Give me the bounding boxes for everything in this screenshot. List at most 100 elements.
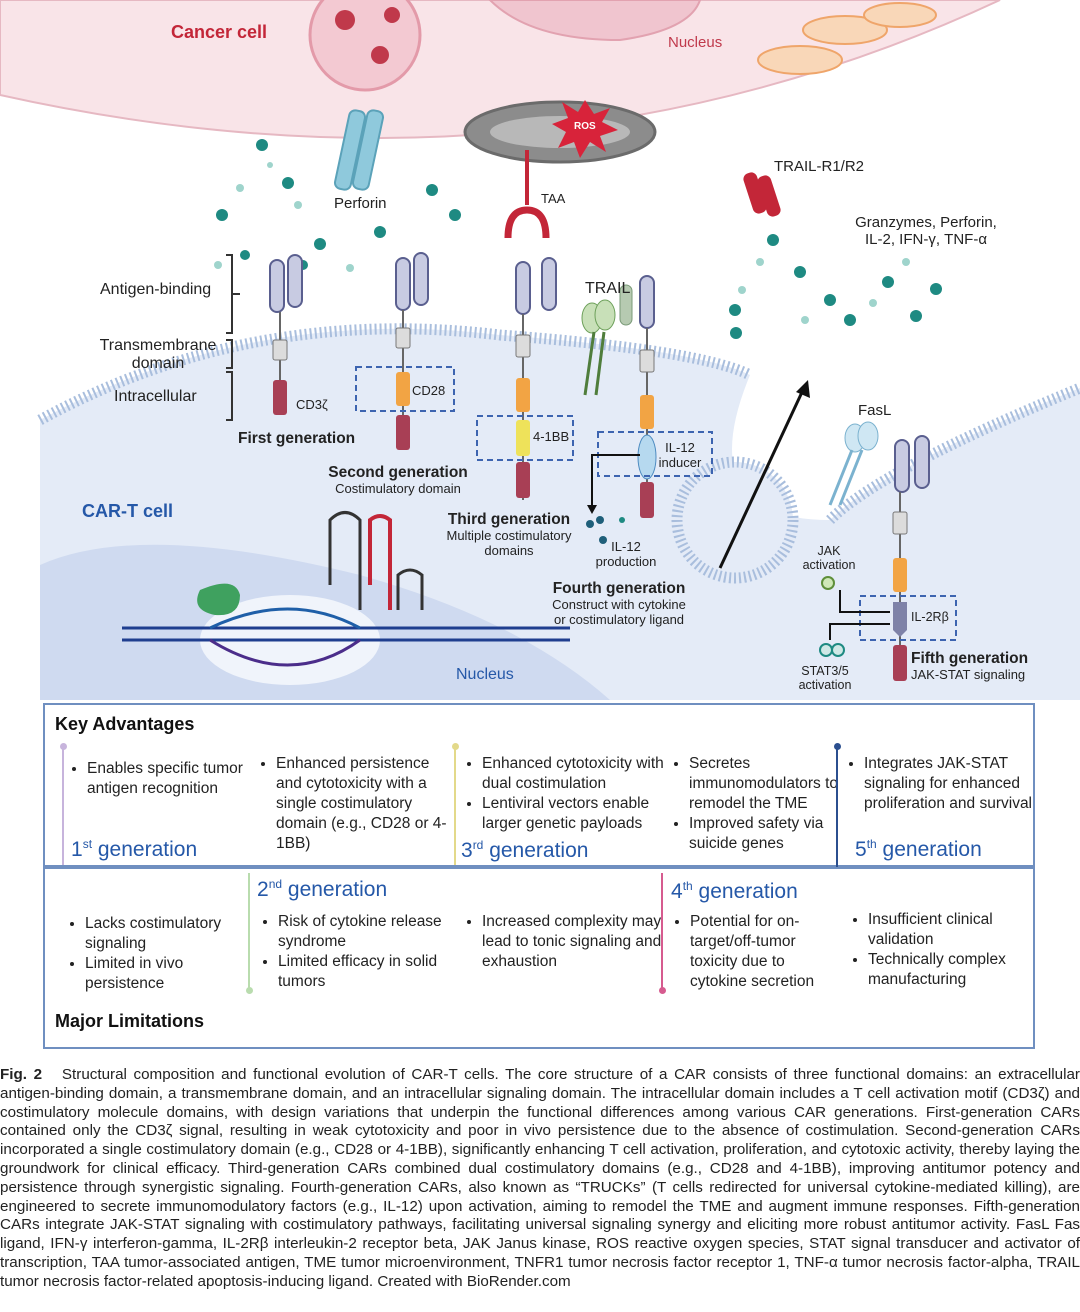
il12-inducer-label: IL-12 inducer <box>655 440 705 471</box>
secreted-granules-light <box>214 162 910 324</box>
granule <box>384 7 400 23</box>
third-generation-sub1: Multiple costimulatory <box>446 527 572 543</box>
jak-activation-label: JAK activation <box>790 544 868 573</box>
enzyme <box>197 583 240 616</box>
gen5-label: 5th generation <box>855 837 982 862</box>
lim-col-5: Insufficient clinical validation Technic… <box>850 910 1030 990</box>
adv-col-1: Enables specific tumor antigen recogniti… <box>69 759 249 799</box>
major-limitations-panel: Lacks costimulatory signaling Limited in… <box>43 867 1035 1049</box>
car-t-illustration: Cancer cell Nucleus ROS Perforin TAA TRA… <box>0 0 1080 700</box>
adv-item: Secretes immunomodulators to remodel the… <box>689 754 841 814</box>
caption-text: Structural composition and functional ev… <box>0 1066 1080 1290</box>
lim-col-4: Potential for on-target/off-tumor toxici… <box>672 912 832 992</box>
dna-strands <box>122 511 570 667</box>
gen2-dot <box>246 987 253 994</box>
lim-item: Technically complex manufacturing <box>868 950 1030 990</box>
fifth-generation-title: Fifth generation <box>911 650 1029 667</box>
gen1-label: 1st generation <box>71 837 197 862</box>
trail-receptor-label: TRAIL-R1/R2 <box>774 158 865 175</box>
fourth-generation-title: Fourth generation <box>552 580 686 597</box>
fourth-generation-sub2: or costimulatory ligand <box>553 611 685 627</box>
gen1-bar <box>62 745 64 865</box>
lim-item: Limited efficacy in solid tumors <box>278 952 460 992</box>
third-generation-sub2: domains <box>484 542 534 558</box>
gen4-dot <box>659 987 666 994</box>
gen1-dot <box>60 743 67 750</box>
car-second-generation <box>355 252 455 450</box>
caption-label: Fig. 2 <box>0 1066 43 1083</box>
four-1bb-label: 4-1BB <box>533 429 570 444</box>
jak-line1: JAK <box>817 544 841 558</box>
il12-production-label: IL-12 production <box>588 539 664 570</box>
adv-item: Enhanced cytotoxicity with dual costimul… <box>482 754 669 794</box>
gen3-word: generation <box>489 839 589 862</box>
adv-item: Integrates JAK-STAT signaling for enhanc… <box>864 754 1036 814</box>
transmembrane-line2: domain <box>131 355 185 373</box>
gen3-sup: rd <box>472 838 484 852</box>
gen2-num: 2 <box>257 878 269 901</box>
gen4-label: 4th generation <box>671 879 798 904</box>
gen2-word: generation <box>287 878 388 901</box>
adv-item: Improved safety via suicide genes <box>689 814 841 854</box>
gen3-dot <box>452 743 459 750</box>
antigen-binding-label: Antigen-binding <box>100 281 212 298</box>
brace-tm <box>226 339 233 369</box>
transmembrane-label: Transmembrane domain <box>90 337 226 374</box>
adv-col-2: Enhanced persistence and cytotoxicity wi… <box>258 754 448 854</box>
gen5-sup: th <box>866 837 877 851</box>
fifth-generation-sub: JAK-STAT signaling <box>911 666 1026 682</box>
granule <box>335 10 355 30</box>
fifth-generation-label: Fifth generation JAK-STAT signaling <box>911 650 1028 683</box>
vesicle <box>671 456 799 584</box>
lim-item: Potential for on-target/off-tumor toxici… <box>690 912 832 992</box>
secretion-arrow <box>718 389 805 569</box>
key-advantages-title: Key Advantages <box>55 714 195 734</box>
cd28-label: CD28 <box>412 383 446 398</box>
perforin-label: Perforin <box>334 195 387 212</box>
second-generation-title: Second generation <box>328 464 468 481</box>
jak-line2: activation <box>802 558 856 573</box>
car-first-generation <box>269 254 303 415</box>
adv-item: Lentiviral vectors enable larger genetic… <box>482 794 669 834</box>
cancer-nucleus <box>488 0 702 42</box>
gen2-sup: nd <box>268 877 283 891</box>
car-third-generation <box>476 257 574 500</box>
gen3-bar <box>454 745 456 865</box>
taa-head <box>504 206 550 239</box>
car-t-membrane <box>37 323 753 425</box>
il12-inducer-line1: IL-12 <box>665 440 695 455</box>
gen5-num: 5 <box>855 838 867 861</box>
lim-item: Limited in vivo persistence <box>85 954 247 994</box>
cancer-cell-label: Cancer cell <box>171 22 268 42</box>
gen3-num: 3 <box>461 839 473 862</box>
perforin-pore <box>333 109 385 191</box>
lim-col-2: Risk of cytokine release syndrome Limite… <box>260 912 460 992</box>
cancer-nucleus-label: Nucleus <box>668 34 723 51</box>
car-fifth-generation <box>819 435 957 681</box>
orange-organelles <box>757 2 937 75</box>
trail-label: TRAIL <box>585 280 631 297</box>
adv-item: Enhanced persistence and cytotoxicity wi… <box>276 754 448 854</box>
car-t-cell-label: CAR-T cell <box>82 501 174 521</box>
trail-ligand <box>581 299 616 396</box>
adv-col-5: Integrates JAK-STAT signaling for enhanc… <box>846 754 1036 814</box>
fourth-generation-sub1: Construct with cytokine <box>552 596 686 612</box>
brace-intra <box>226 371 233 421</box>
cd3z-label: CD3ζ <box>296 397 328 412</box>
key-advantages-panel: Key Advantages Enables specific tumor an… <box>43 703 1036 869</box>
lim-item: Increased complexity may lead to tonic s… <box>482 912 664 972</box>
taa-label: TAA <box>541 191 566 206</box>
secretion-arrow-head <box>796 380 810 398</box>
gen4-num: 4 <box>671 880 683 903</box>
secreted-factors-line2: IL-2, IFN-γ, TNF-α <box>865 231 987 249</box>
second-generation-label: Second generation Costimulatory domain <box>318 464 478 497</box>
transmembrane-line1: Transmembrane <box>99 337 217 354</box>
gen1-num: 1 <box>71 838 83 861</box>
third-generation-label: Third generation Multiple costimulatory … <box>438 511 580 559</box>
ros-burst <box>552 100 618 158</box>
lim-item: Risk of cytokine release syndrome <box>278 912 460 952</box>
gen2-bar <box>248 873 250 989</box>
secreted-factors-label: Granzymes, Perforin, IL-2, IFN-γ, TNF-α <box>836 214 1016 249</box>
gen4-word: generation <box>698 880 798 903</box>
adv-item: Enables specific tumor antigen recogniti… <box>87 759 249 799</box>
